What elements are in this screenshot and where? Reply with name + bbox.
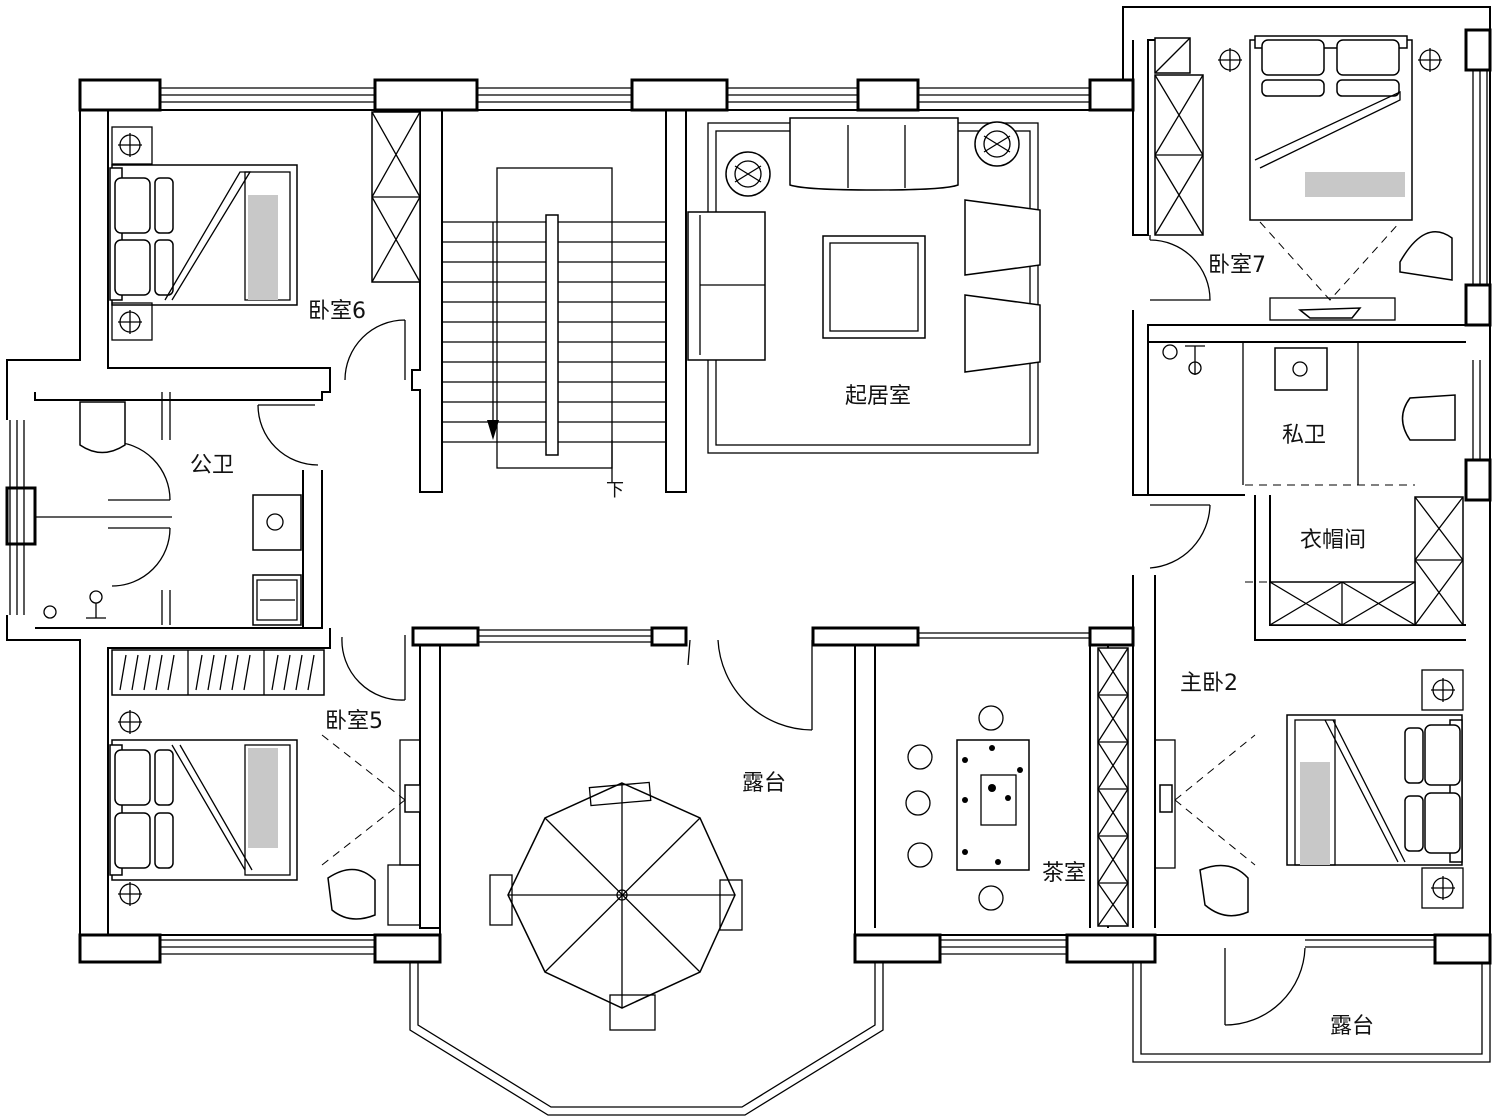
bedroom5-furniture: 卧室5 <box>109 649 421 926</box>
label-terrace-small: 露台 <box>1330 1014 1374 1039</box>
public-bath-fixtures: 公卫 <box>35 392 302 626</box>
label-tea-room: 茶室 <box>1042 861 1086 886</box>
private-bath-fixtures: 私卫 <box>1162 342 1456 485</box>
label-bedroom5: 卧室5 <box>325 709 383 734</box>
tea-room-furniture: 茶室 <box>905 647 1129 927</box>
label-bedroom6: 卧室6 <box>308 299 366 324</box>
windows <box>9 70 1488 955</box>
stairs-direction-label: 下 <box>606 480 624 501</box>
bedroom6-furniture: 卧室6 <box>109 111 421 341</box>
label-closet: 衣帽间 <box>1300 528 1366 553</box>
staircase: 下 <box>442 167 666 501</box>
label-terrace-main: 露台 <box>742 771 786 796</box>
doors[interactable] <box>108 235 1306 1026</box>
terrace-railings <box>409 962 1491 1116</box>
label-master-bedroom: 主卧2 <box>1180 671 1238 696</box>
structural-columns <box>5 28 1492 965</box>
master-bedroom-furniture: 主卧2 <box>1154 669 1464 917</box>
bedroom7-furniture: 卧室7 <box>1154 35 1453 321</box>
label-public-bath: 公卫 <box>190 453 234 478</box>
closet-fixtures: 衣帽间 <box>1245 484 1464 626</box>
label-bedroom7: 卧室7 <box>1208 253 1266 278</box>
label-living: 起居室 <box>845 384 911 409</box>
living-room-furniture: 起居室 <box>687 117 1041 454</box>
terrace-umbrella: 露台 <box>489 771 786 1031</box>
label-private-bath: 私卫 <box>1282 423 1326 448</box>
